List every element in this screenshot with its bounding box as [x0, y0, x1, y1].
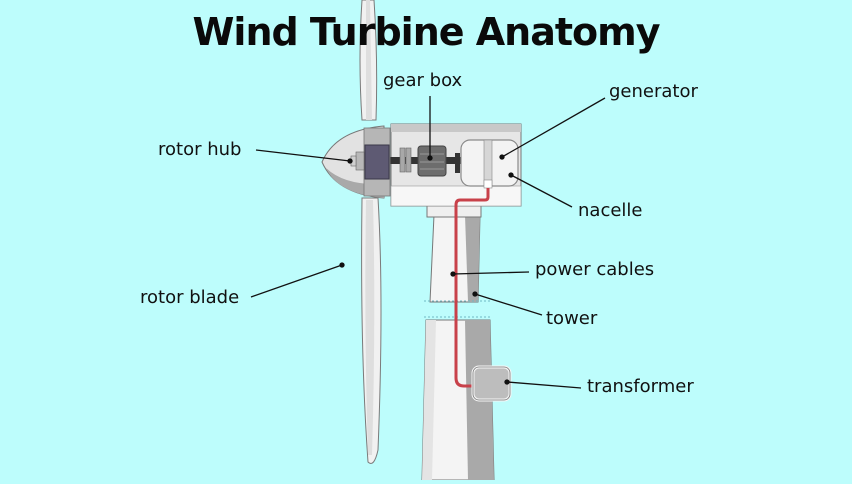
gear-box	[417, 145, 460, 177]
generator	[460, 139, 519, 189]
power-cable	[454, 188, 490, 388]
label-generator: generator	[609, 81, 698, 102]
rotor-hub	[321, 125, 391, 199]
label-rotor-hub: rotor hub	[158, 139, 242, 160]
label-transformer: transformer	[587, 376, 694, 397]
label-rotor-blade: rotor blade	[140, 287, 240, 308]
rotor-blade	[359, 0, 382, 464]
tower	[421, 203, 495, 481]
label-nacelle: nacelle	[578, 200, 643, 221]
label-gear-box: gear box	[383, 70, 463, 91]
transformer	[471, 365, 512, 402]
page-title: Wind Turbine Anatomy	[192, 10, 661, 54]
leader-lines	[250, 96, 606, 389]
label-tower: tower	[546, 308, 598, 329]
coupling	[399, 147, 406, 173]
label-power-cables: power cables	[535, 259, 655, 280]
